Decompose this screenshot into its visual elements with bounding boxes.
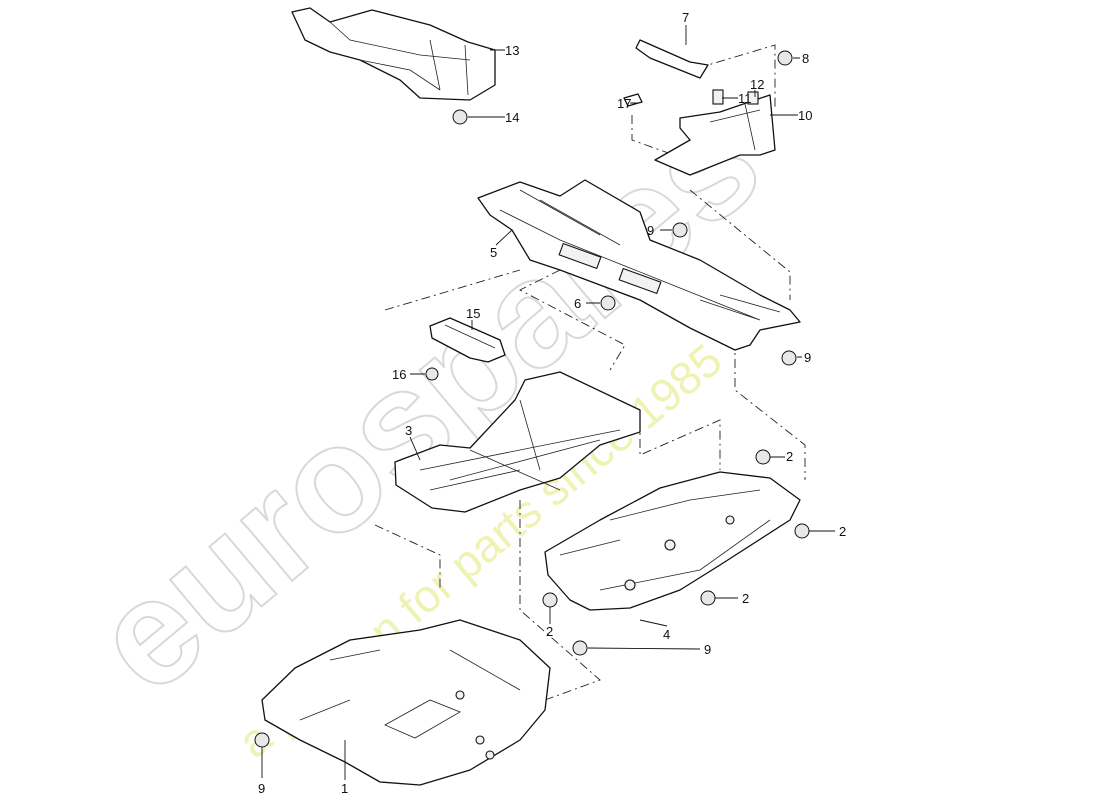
part-3-tunnel-cover <box>394 371 641 513</box>
callout-1: 1 <box>341 781 348 796</box>
part-7-strip <box>635 39 709 79</box>
callout-4: 4 <box>663 627 670 642</box>
nut-6 <box>600 295 616 311</box>
callout-2-d: 2 <box>546 624 553 639</box>
callout-3: 3 <box>405 423 412 438</box>
callout-6: 6 <box>574 296 581 311</box>
callout-8: 8 <box>802 51 809 66</box>
assembly-lines <box>374 44 806 701</box>
callout-10: 10 <box>798 108 812 123</box>
callout-15: 15 <box>466 306 480 321</box>
part-15-plate <box>429 317 506 363</box>
callout-12: 12 <box>750 77 764 92</box>
callout-13: 13 <box>505 43 519 58</box>
part-1-underbody <box>261 619 551 786</box>
screw-9 <box>672 222 688 238</box>
callout-9-mid: 9 <box>704 642 711 657</box>
nut-2 <box>542 592 558 608</box>
screw-9 <box>781 350 797 366</box>
callout-9-right: 9 <box>804 350 811 365</box>
nut-2 <box>755 449 771 465</box>
callout-2-c: 2 <box>742 591 749 606</box>
nut-2 <box>700 590 716 606</box>
callout-16: 16 <box>392 367 406 382</box>
screw-9 <box>254 732 270 748</box>
part-13-bracket <box>291 7 496 101</box>
callout-17: 17 <box>617 96 631 111</box>
part-10-bracket <box>654 89 776 176</box>
part-4-floor-panel <box>544 471 801 611</box>
fasteners <box>254 50 810 748</box>
nut-8 <box>777 50 793 66</box>
callout-2-b: 2 <box>839 524 846 539</box>
screw-16 <box>425 367 439 381</box>
screw-9 <box>572 640 588 656</box>
nut-2 <box>794 523 810 539</box>
leader-lines <box>261 25 835 780</box>
callout-9-lower: 9 <box>258 781 265 796</box>
callout-5: 5 <box>490 245 497 260</box>
part-5-crossmember <box>477 179 801 351</box>
callout-7: 7 <box>682 10 689 25</box>
callout-14: 14 <box>505 110 519 125</box>
callout-2-a: 2 <box>786 449 793 464</box>
callouts: 13 14 7 8 12 11 17 10 9 5 6 15 9 16 3 2 … <box>258 10 846 796</box>
nut-14 <box>452 109 468 125</box>
callout-9-upper: 9 <box>647 223 654 238</box>
callout-11: 11 <box>738 91 752 106</box>
